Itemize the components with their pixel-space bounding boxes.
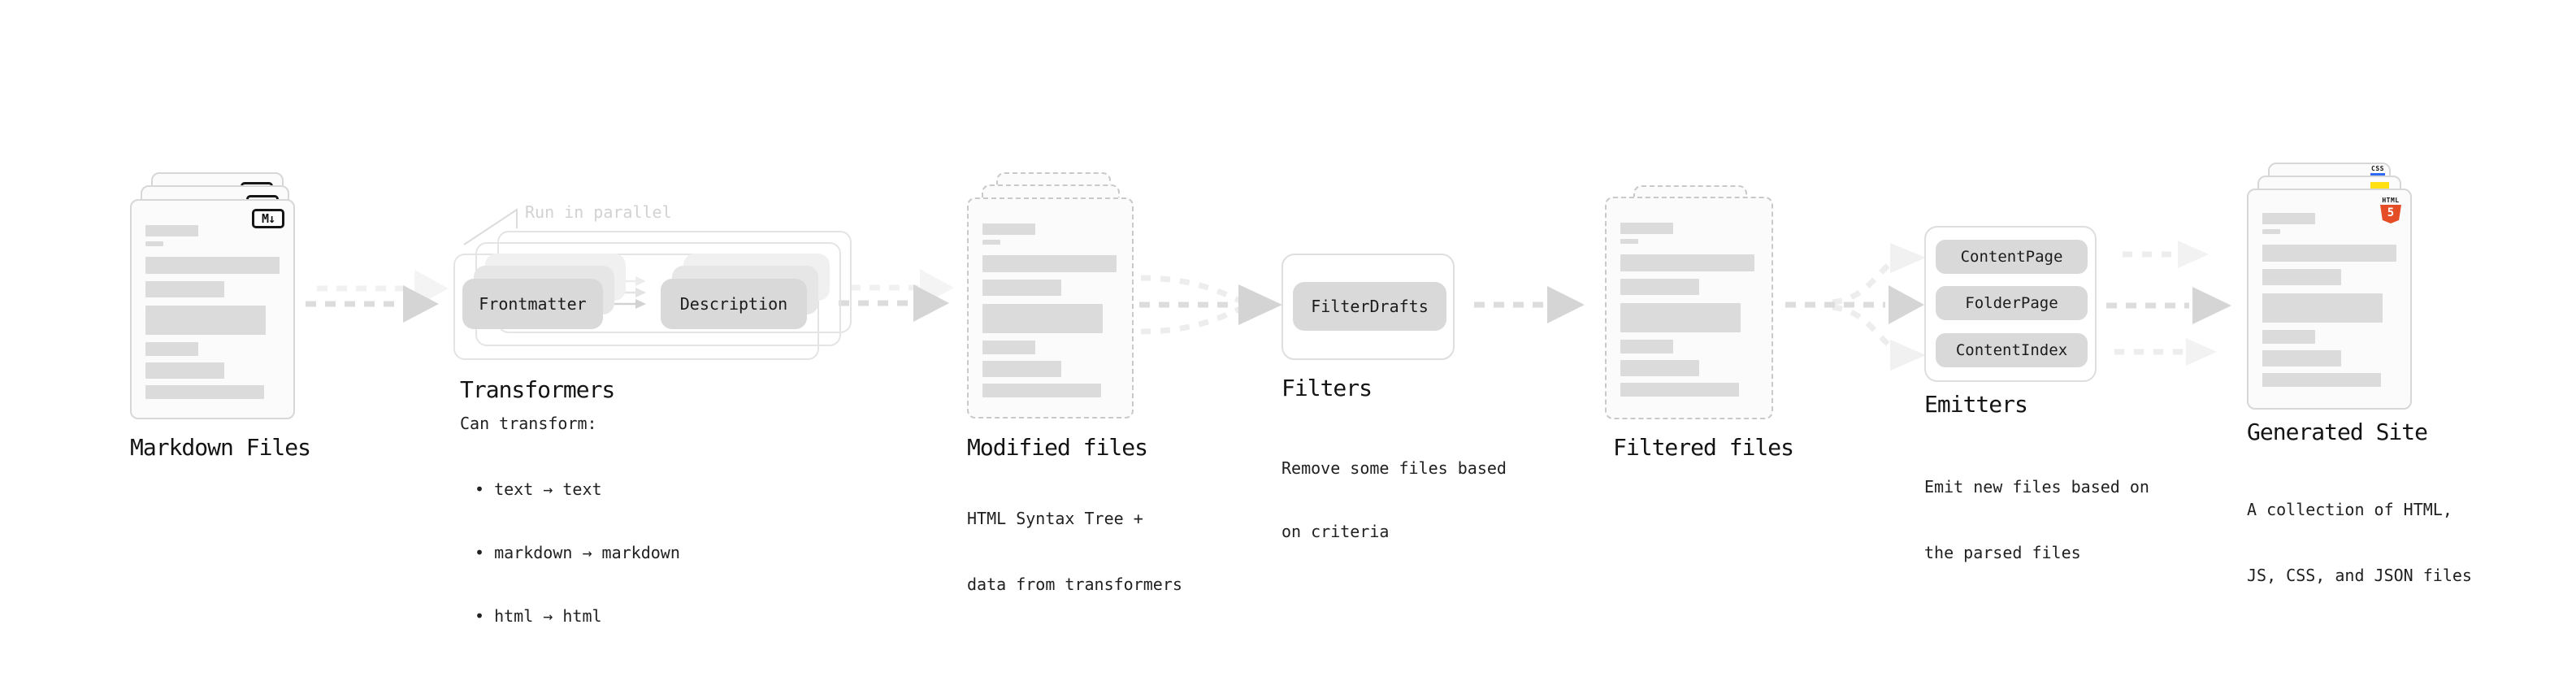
- generated-file-card-html: HTML 5: [2247, 189, 2412, 410]
- placeholder-bar: [2262, 373, 2381, 387]
- description-line: A collection of HTML,: [2247, 500, 2452, 519]
- bullet-item: • html → html: [475, 606, 602, 626]
- css-icon: CSS: [2370, 166, 2385, 176]
- placeholder-bar: [145, 306, 266, 335]
- placeholder-bar: [982, 223, 1035, 235]
- modified-files-title: Modified files: [967, 434, 1148, 461]
- emitters-description: Emit new files based on the parsed files: [1924, 432, 2149, 608]
- placeholder-bar: [145, 342, 198, 356]
- transformers-bullet-list: • text → text • markdown → markdown • ht…: [475, 436, 680, 669]
- html5-icon-word: HTML: [2382, 197, 2400, 204]
- description-line: HTML Syntax Tree +: [967, 509, 1143, 528]
- placeholder-bar: [1620, 383, 1739, 397]
- arrow-emitters-to-generated: [2106, 241, 2231, 366]
- markdown-file-card-front: M↓: [130, 199, 295, 419]
- css-icon-label: CSS: [2371, 165, 2384, 172]
- arrow-markdown-to-transformers: [306, 270, 449, 323]
- generated-site-description: A collection of HTML, JS, CSS, and JSON …: [2247, 455, 2472, 631]
- description-line: on criteria: [1281, 522, 1390, 541]
- bullet-item: • markdown → markdown: [475, 543, 680, 562]
- placeholder-bar: [145, 257, 280, 274]
- placeholder-bar: [1620, 239, 1638, 244]
- file-content-placeholder: [1620, 223, 1754, 397]
- placeholder-bar: [2262, 229, 2280, 234]
- placeholder-bar: [982, 384, 1101, 397]
- modified-files-description: HTML Syntax Tree + data from transformer…: [967, 464, 1182, 640]
- filters-title: Filters: [1281, 375, 1373, 401]
- placeholder-bar: [1620, 340, 1673, 354]
- placeholder-bar: [145, 241, 163, 246]
- filterdrafts-pill: FilterDrafts: [1293, 282, 1446, 331]
- html5-icon: HTML 5: [2380, 197, 2401, 223]
- filters-panel: FilterDrafts: [1281, 254, 1455, 360]
- html5-icon-shield: 5: [2380, 205, 2401, 223]
- generated-site-title: Generated Site: [2247, 419, 2428, 445]
- bullet-item: • text → text: [475, 479, 602, 499]
- placeholder-bar: [1620, 254, 1754, 271]
- filters-description: Remove some files based on criteria: [1281, 415, 1507, 584]
- description-line: Emit new files based on: [1924, 477, 2149, 497]
- description-line: data from transformers: [967, 575, 1182, 594]
- folderpage-pill: FolderPage: [1936, 286, 2088, 320]
- emitters-title: Emitters: [1924, 391, 2028, 418]
- arrow-modified-to-filters-converge: [1139, 275, 1282, 335]
- markdown-icon: M↓: [252, 209, 284, 228]
- placeholder-bar: [145, 385, 264, 399]
- placeholder-bar: [2262, 213, 2315, 224]
- placeholder-bar: [982, 240, 1000, 245]
- description-pill: Description: [661, 279, 807, 329]
- placeholder-bar: [2262, 350, 2341, 367]
- placeholder-bar: [145, 362, 224, 379]
- placeholder-bar: [982, 255, 1117, 272]
- placeholder-bar: [2262, 269, 2341, 285]
- frontmatter-pill: Frontmatter: [462, 279, 603, 329]
- transformer-layer-box-front: [453, 254, 819, 360]
- placeholder-bar: [1620, 279, 1699, 295]
- placeholder-bar: [1620, 303, 1741, 332]
- description-line: Remove some files based: [1281, 458, 1507, 478]
- javascript-icon: [2370, 182, 2389, 190]
- filtered-file-card-front: [1605, 197, 1773, 419]
- transformers-description-heading: Can transform:: [460, 414, 597, 433]
- placeholder-bar: [982, 340, 1035, 354]
- placeholder-bar: [145, 281, 224, 297]
- placeholder-bar: [1620, 223, 1673, 234]
- markdown-files-title: Markdown Files: [130, 434, 311, 461]
- file-content-placeholder: [2262, 213, 2396, 387]
- placeholder-bar: [1620, 360, 1699, 376]
- file-content-placeholder: [982, 223, 1117, 397]
- file-content-placeholder: [145, 225, 280, 399]
- filtered-files-title: Filtered files: [1613, 434, 1794, 461]
- description-line: the parsed files: [1924, 543, 2081, 562]
- contentpage-pill: ContentPage: [1936, 240, 2088, 274]
- run-in-parallel-annotation: Run in parallel: [525, 202, 672, 222]
- modified-file-card-front: [967, 197, 1134, 419]
- placeholder-bar: [982, 304, 1103, 333]
- placeholder-bar: [2262, 245, 2396, 262]
- css-icon-underline: [2370, 173, 2385, 176]
- emitters-panel: ContentPage FolderPage ContentIndex: [1924, 226, 2097, 382]
- placeholder-bar: [982, 280, 1061, 296]
- arrow-filters-to-filtered: [1474, 286, 1585, 323]
- transformers-title: Transformers: [460, 376, 615, 403]
- arrow-filtered-to-emitters-diverge: [1785, 243, 1926, 371]
- description-line: JS, CSS, and JSON files: [2247, 566, 2472, 585]
- placeholder-bar: [982, 361, 1061, 377]
- placeholder-bar: [2262, 330, 2315, 344]
- arrow-transformers-to-modified: [839, 269, 954, 322]
- contentindex-pill: ContentIndex: [1936, 333, 2088, 367]
- placeholder-bar: [145, 225, 198, 236]
- placeholder-bar: [2262, 293, 2383, 323]
